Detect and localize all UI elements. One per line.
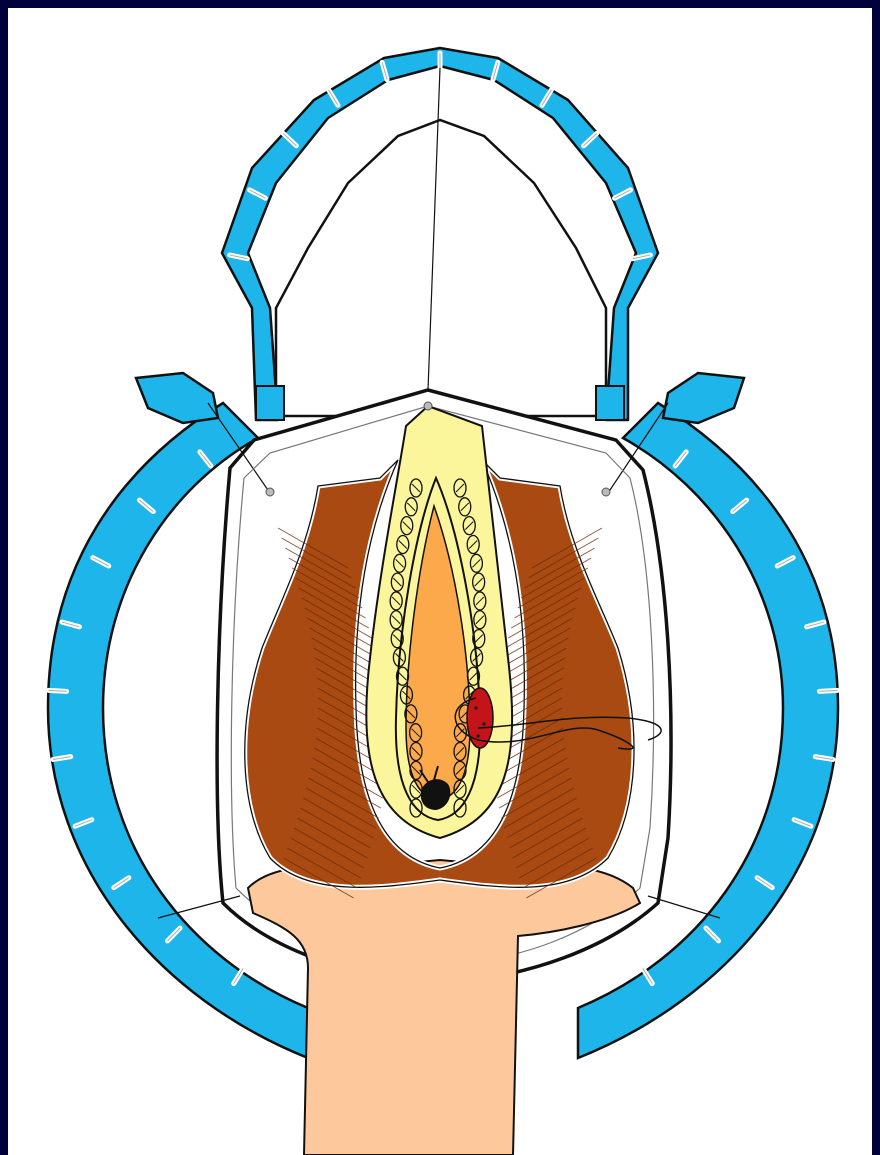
upper-retractor-blade [222,48,658,420]
surgical-diagram [8,8,872,1155]
diagram-canvas [8,8,872,1155]
lesion-mark-icon [467,688,493,748]
